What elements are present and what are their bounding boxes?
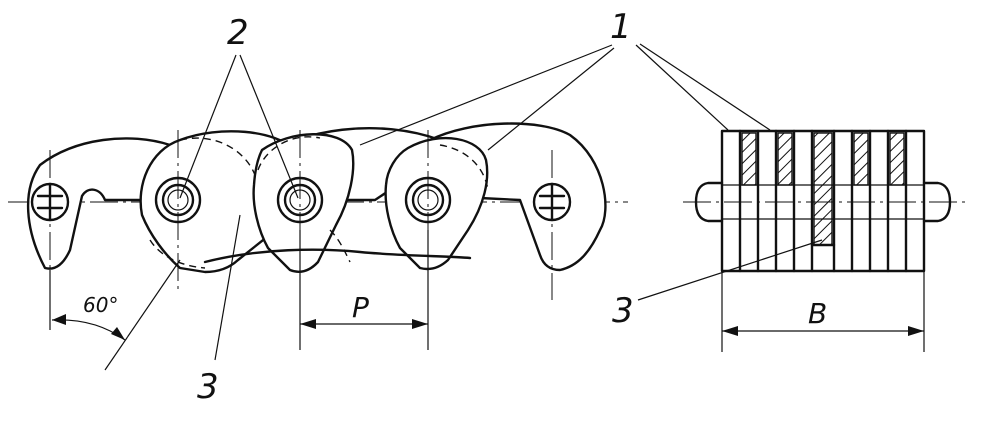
pin-end-left [694,181,724,223]
front-view [8,44,628,371]
leader-1-a [359,44,613,146]
leader-3-side [637,239,823,301]
section-3 [813,132,833,246]
label-plates: 1 [610,7,632,47]
angle-leg-slanted [104,259,181,371]
hidden-edge-4 [149,239,206,269]
angle-arrow-right [111,327,125,340]
pitch-arrow-left [300,319,316,329]
label-angle: 60° [83,293,118,317]
pitch-arrow-right [412,319,428,329]
label-pitch: P [352,291,369,324]
pin-end-right [922,181,952,223]
label-width: B [808,297,827,330]
leader-1-c [635,44,729,131]
side-view [635,43,970,352]
section-4 [853,132,869,186]
leader-1-b [487,47,615,151]
label-insert-side: 3 [612,291,634,331]
width-arrow-right [908,326,924,336]
hidden-edge-3 [439,144,489,191]
leader-3-front [214,214,241,361]
angle-arrow-left [52,314,66,325]
leader-2-a [179,54,237,199]
section-1 [741,132,757,186]
leader-1-d [639,43,771,131]
outer-plate-left [26,137,178,270]
leader-2-b [239,54,299,199]
inner-plate-2 [252,133,355,273]
insert-strip [203,248,472,264]
label-insert-front: 3 [197,367,219,407]
hidden-edge-1 [179,137,256,176]
section-5 [889,132,905,186]
width-arrow-left [722,326,738,336]
hidden-edge-2 [257,136,321,171]
label-axles: 2 [227,13,249,53]
hidden-edge-5 [329,229,351,263]
section-2 [777,132,793,186]
plate-stack [720,129,926,273]
inner-plate-3 [384,136,489,271]
